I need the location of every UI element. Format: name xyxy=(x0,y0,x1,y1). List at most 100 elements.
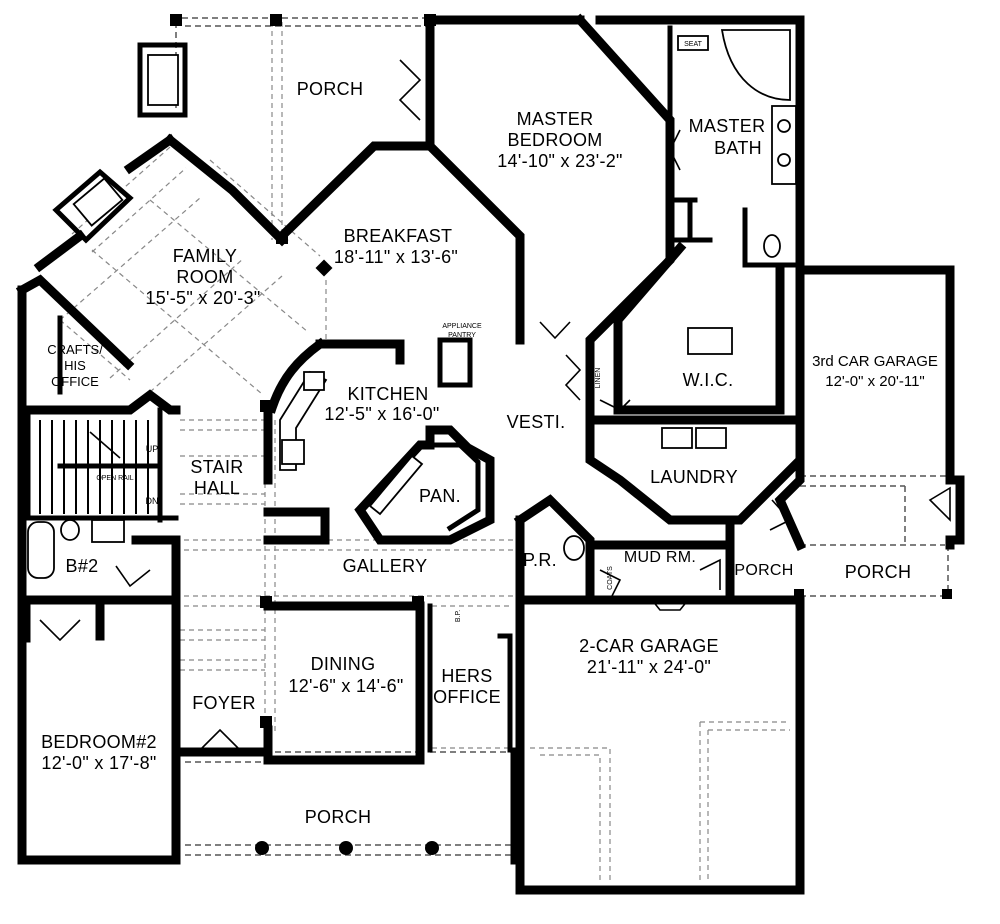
pantry-shelf-icon xyxy=(368,454,424,516)
column xyxy=(942,589,952,599)
door-icon xyxy=(599,399,631,411)
door-icon xyxy=(115,565,151,588)
dryer-icon xyxy=(695,427,727,449)
stair-up-label: UP xyxy=(146,444,159,454)
sink-icon xyxy=(777,153,791,167)
door-icon xyxy=(199,728,241,751)
column xyxy=(170,14,182,26)
room-label: BREAKFAST xyxy=(344,226,453,246)
column xyxy=(339,841,353,855)
room-label: MUD RM. xyxy=(624,549,696,566)
seat-icon xyxy=(677,35,709,51)
rail-label: OPEN RAIL xyxy=(96,475,133,482)
door-icon xyxy=(449,429,463,446)
door-icon xyxy=(651,599,689,611)
walls xyxy=(15,13,965,895)
room-label: MASTER xyxy=(517,109,594,129)
door-icon xyxy=(398,59,422,121)
room-label: BATH xyxy=(714,138,762,158)
room-size: 12'-6" x 14'-6" xyxy=(288,676,403,696)
toilet-icon xyxy=(60,519,80,541)
room-label: OFFICE xyxy=(433,687,501,707)
room-label: HERS xyxy=(441,666,492,686)
room-label: VESTI. xyxy=(507,412,566,432)
room-label: LAUNDRY xyxy=(650,467,738,487)
room-label: GALLERY xyxy=(343,556,428,576)
room-size: 15'-5" x 20'-3" xyxy=(145,288,260,308)
sink-icon xyxy=(303,371,325,391)
room-label: LINEN xyxy=(595,368,602,389)
column xyxy=(425,841,439,855)
room-label: OFFICE xyxy=(51,374,99,389)
island-icon xyxy=(687,327,733,355)
room-label: W.I.C. xyxy=(683,370,734,390)
vanity-icon xyxy=(771,105,797,185)
door-icon xyxy=(699,558,721,590)
column xyxy=(260,716,272,728)
stair-down-label: DN xyxy=(146,496,159,506)
door-icon xyxy=(928,486,951,522)
room-label: CRAFTS/ xyxy=(47,342,103,357)
columns xyxy=(170,14,952,855)
door-icon xyxy=(669,129,681,171)
room-label: KITCHEN xyxy=(347,384,428,404)
room-label: P.R. xyxy=(523,550,557,570)
room-label: B#2 xyxy=(66,556,99,576)
room-label: COATS xyxy=(607,566,614,590)
column xyxy=(270,14,282,26)
room-labels: PORCH MASTER BEDROOM 14'-10" x 23'-2" MA… xyxy=(41,41,938,827)
room-label: PAN. xyxy=(419,486,461,506)
room-label: PORCH xyxy=(297,79,364,99)
column xyxy=(255,841,269,855)
room-label: 2-CAR GARAGE xyxy=(579,636,719,656)
room-label: HALL xyxy=(194,478,240,498)
room-label: PANTRY xyxy=(448,332,476,339)
room-label: DINING xyxy=(311,654,376,674)
column xyxy=(276,232,288,244)
stove-icon xyxy=(281,439,305,465)
column xyxy=(260,400,272,412)
washer-icon xyxy=(661,427,693,449)
column xyxy=(315,259,333,277)
room-label: MASTER xyxy=(689,116,766,136)
sink-icon xyxy=(777,119,791,133)
room-label: APPLIANCE xyxy=(442,323,482,330)
room-label: ROOM xyxy=(176,267,233,287)
seat-label: SEAT xyxy=(684,41,702,48)
door-icon xyxy=(39,619,81,642)
bathtub-icon xyxy=(720,29,791,101)
room-size: 18'-11" x 13'-6" xyxy=(334,247,458,267)
sink-icon xyxy=(91,519,125,543)
toilet-icon xyxy=(763,234,781,258)
room-label: FOYER xyxy=(192,693,256,713)
room-label: PORCH xyxy=(845,562,912,582)
column xyxy=(794,589,804,599)
room-size: 21'-11" x 24'-0" xyxy=(587,657,711,677)
door-icon xyxy=(564,354,582,401)
toilet-icon xyxy=(563,535,585,561)
room-size: 12'-5" x 16'-0" xyxy=(324,404,439,424)
room-label: BEDROOM xyxy=(507,130,602,150)
room-label: B.P. xyxy=(455,610,462,622)
room-size: 12'-0" x 20'-11" xyxy=(825,373,925,390)
doors xyxy=(39,59,951,751)
room-label: FAMILY xyxy=(173,246,237,266)
door-icon xyxy=(599,569,622,601)
column xyxy=(260,596,272,608)
bathtub-icon xyxy=(27,521,55,579)
fixtures xyxy=(27,29,797,579)
room-label: PORCH xyxy=(305,807,372,827)
room-label: 3rd CAR GARAGE xyxy=(812,353,938,370)
staircase xyxy=(39,420,163,514)
column xyxy=(424,14,436,26)
fireplace-icon xyxy=(72,177,124,227)
fireplace-icon xyxy=(147,54,179,106)
room-label: STAIR xyxy=(190,457,243,477)
room-size: 14'-10" x 23'-2" xyxy=(497,151,623,171)
room-label: PORCH xyxy=(734,562,793,579)
door-icon xyxy=(769,499,792,531)
door-icon xyxy=(539,321,571,340)
column xyxy=(412,596,424,608)
